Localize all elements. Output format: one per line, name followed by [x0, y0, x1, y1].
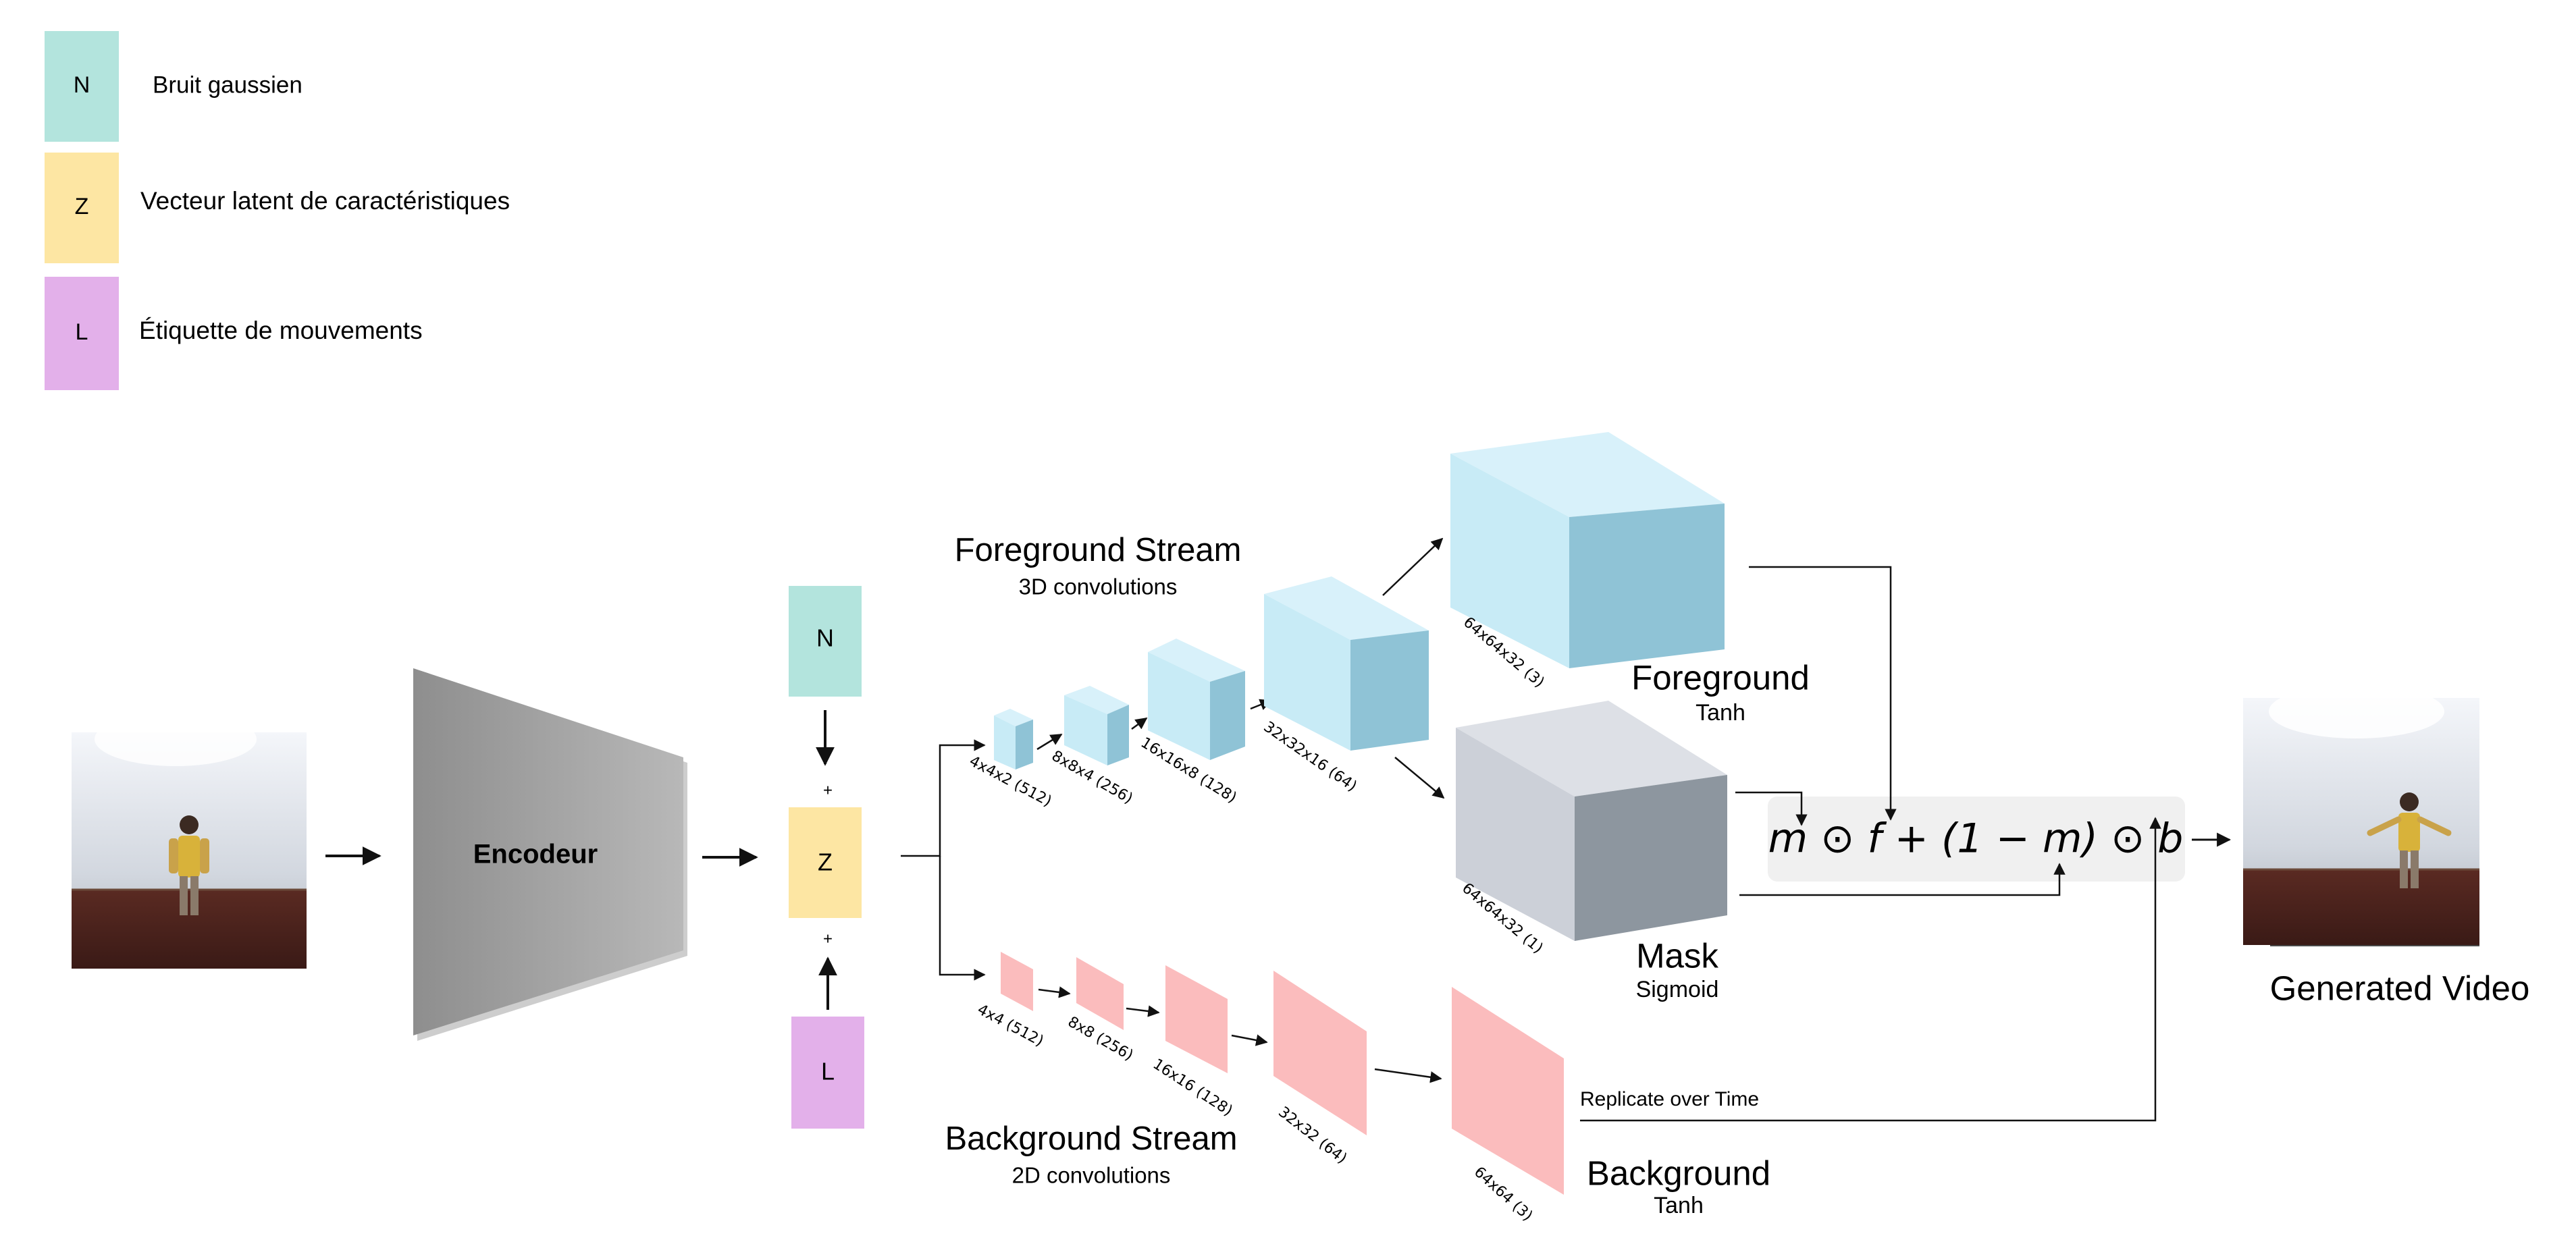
plus-top: +	[823, 781, 833, 799]
arrow-bg-3-4	[1231, 1034, 1268, 1046]
input-frame-image	[72, 712, 307, 969]
foreground-output-cube	[1450, 432, 1725, 668]
legend: N Bruit gaussien Z Vecteur latent de car…	[45, 31, 510, 390]
background-stream-subtitle: 2D convolutions	[1012, 1163, 1171, 1188]
arrow-fg-to-foreground	[1382, 537, 1444, 596]
background-output-plane	[1452, 987, 1564, 1195]
l-block-label: L	[821, 1058, 835, 1085]
z-block	[789, 807, 862, 918]
legend-swatch-z	[45, 153, 119, 263]
arrow-fg-to-mask	[1394, 757, 1445, 799]
foreground-output-title: Foreground	[1631, 658, 1810, 697]
encoder-label: Encodeur	[473, 840, 598, 869]
bg-layer-1-label: 4x4 (512)	[974, 1001, 1046, 1050]
l-block	[791, 1017, 864, 1129]
legend-swatch-l	[45, 277, 119, 390]
legend-label-z: Vecteur latent de caractéristiques	[140, 187, 510, 215]
latent-inputs: N + Z + L	[789, 586, 864, 1129]
generated-video-label: Generated Video	[2270, 969, 2530, 1007]
foreground-output-sub: Tanh	[1696, 700, 1745, 726]
foreground-stream-title: Foreground Stream	[955, 532, 1242, 568]
formula-connectors	[1580, 566, 2161, 1122]
plus-bottom: +	[823, 929, 833, 948]
z-block-label: Z	[818, 848, 833, 876]
legend-label-l: Étiquette de mouvements	[139, 317, 423, 344]
background-output-title: Background	[1587, 1154, 1770, 1192]
fg-layer-4	[1264, 576, 1429, 751]
bg-layer-2-label: 8x8 (256)	[1065, 1014, 1136, 1064]
legend-letter-z: Z	[75, 194, 89, 219]
mask-title: Mask	[1636, 936, 1718, 975]
split-connector	[901, 739, 986, 981]
bg-layer-1	[1001, 952, 1033, 1011]
background-output-sub: Tanh	[1654, 1193, 1704, 1218]
legend-swatch-n	[45, 31, 119, 142]
fg-layer-1	[994, 709, 1033, 770]
background-stream-title: Background Stream	[945, 1120, 1237, 1157]
n-block	[789, 586, 862, 697]
legend-letter-n: N	[74, 72, 90, 98]
arrow-bg-2-3	[1126, 1005, 1160, 1017]
foreground-stream-subtitle: 3D convolutions	[1019, 574, 1178, 599]
formula-box: m ⊙ f + (1 − m) ⊙ b	[1768, 796, 2185, 882]
fg-layer-2	[1064, 686, 1129, 765]
bg-layer-3	[1165, 965, 1228, 1073]
arrow-fg-1-2	[1036, 733, 1063, 751]
n-block-label: N	[816, 624, 834, 652]
fg-layer-3	[1148, 639, 1245, 760]
legend-letter-l: L	[76, 319, 88, 345]
formula-text: m ⊙ f + (1 − m) ⊙ b	[1768, 815, 2184, 863]
bg-layer-4	[1273, 971, 1367, 1135]
bg-layer-2	[1076, 957, 1124, 1030]
mask-sub: Sigmoid	[1636, 977, 1719, 1002]
legend-label-n: Bruit gaussien	[153, 72, 303, 98]
generated-video-frames	[2243, 684, 2479, 946]
mask-cube	[1456, 701, 1727, 941]
arrow-fg-2-3	[1131, 717, 1148, 730]
arrow-bg-1-2	[1038, 986, 1071, 998]
encoder: Encodeur	[413, 668, 687, 1041]
arrow-bg-4-5	[1374, 1068, 1442, 1083]
bg-output-label: 64x64 (3)	[1471, 1164, 1535, 1224]
replicate-label: Replicate over Time	[1580, 1088, 1759, 1110]
